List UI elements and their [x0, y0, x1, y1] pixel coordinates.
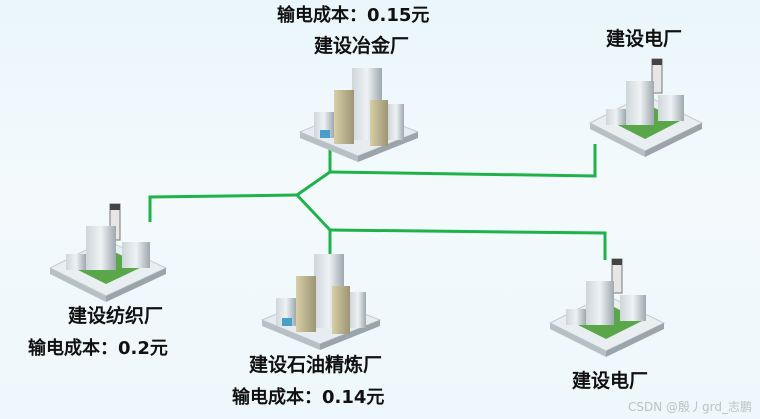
line-to-power-bottom [329, 228, 607, 260]
power-plant-bottom-icon [548, 258, 666, 357]
power-top-name-label: 建设电厂 [606, 28, 683, 50]
metallurgy-plant-icon [298, 68, 420, 162]
textile-name-label: 建设纺织厂 [68, 305, 164, 327]
petro-cost-label: 输电成本：0.14元 [232, 387, 385, 408]
line-to-petro-junction [295, 193, 332, 232]
watermark: CSDN @殷丿grd_志鹏 [628, 400, 752, 414]
line-metallurgy-trunk [296, 146, 332, 197]
power-plant-top-icon [588, 58, 704, 157]
power-bottom-name-label: 建设电厂 [572, 370, 649, 392]
line-to-textile [148, 193, 298, 222]
power-lines [148, 144, 607, 260]
line-to-power-top [329, 144, 597, 178]
textile-cost-label: 输电成本：0.2元 [28, 338, 168, 359]
metallurgy-cost-label: 输电成本：0.15元 [277, 5, 430, 26]
petro-refinery-icon [260, 254, 382, 350]
textile-plant-icon [48, 203, 168, 302]
petro-name-label: 建设石油精炼厂 [249, 354, 383, 376]
metallurgy-name-label: 建设冶金厂 [314, 35, 410, 57]
